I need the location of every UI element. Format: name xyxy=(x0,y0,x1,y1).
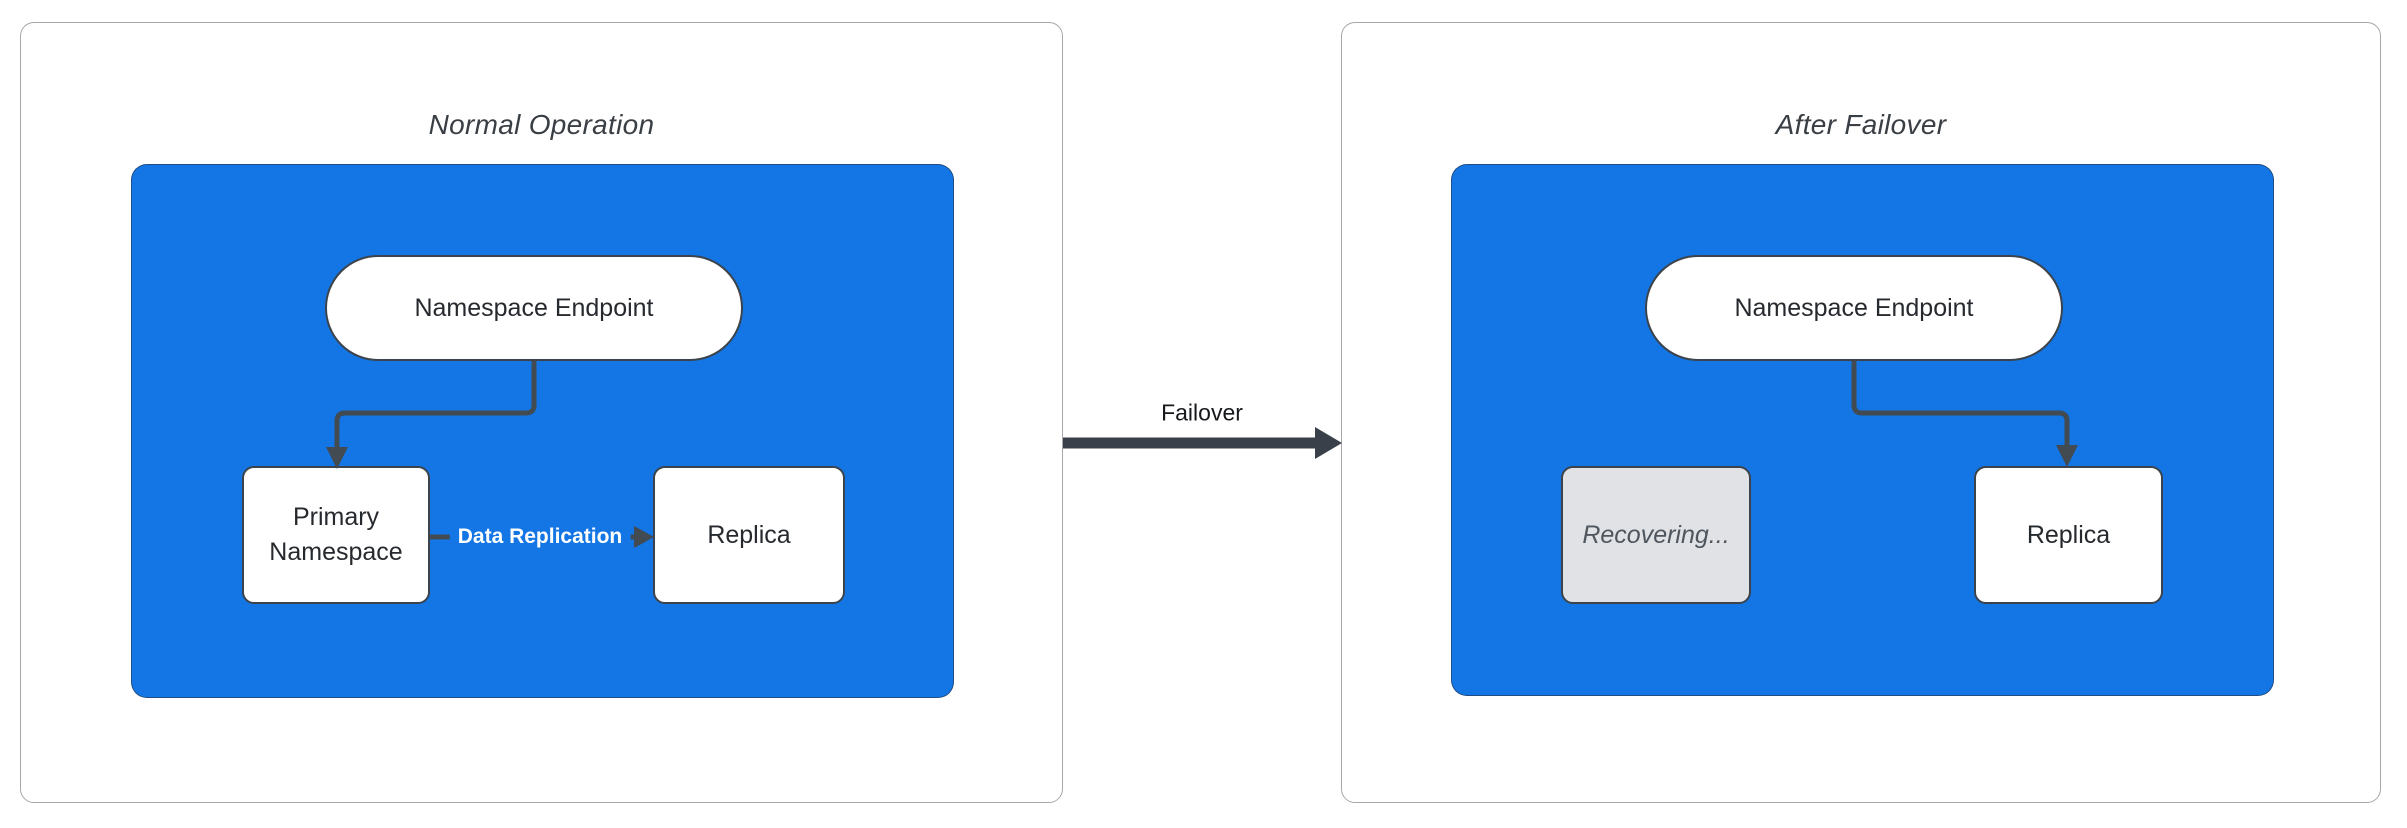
node-label: Namespace Endpoint xyxy=(414,293,654,322)
node-label: Recovering... xyxy=(1582,520,1730,549)
edge-label-data-replication: Data Replication xyxy=(449,523,631,551)
node-recovering: Recovering... xyxy=(1561,466,1751,604)
cluster-after-failover xyxy=(1451,164,2274,696)
panel-title-after-failover: After Failover xyxy=(1775,109,1947,140)
panel-normal-operation: Normal Operation xyxy=(20,22,1063,803)
cluster-normal-operation xyxy=(131,164,954,698)
arrow-failover-transition xyxy=(1063,427,1342,459)
panel-title-normal-operation: Normal Operation xyxy=(428,109,655,140)
panel-after-failover: After Failover xyxy=(1341,22,2381,803)
node-replica-failover: Replica xyxy=(1974,466,2163,604)
node-namespace-endpoint-failover: Namespace Endpoint xyxy=(1645,255,2063,361)
node-namespace-endpoint-normal: Namespace Endpoint xyxy=(325,255,743,361)
node-primary-namespace: Primary Namespace xyxy=(242,466,430,604)
node-replica-normal: Replica xyxy=(653,466,845,604)
node-label: Replica xyxy=(707,520,791,549)
node-label: Primary Namespace xyxy=(269,503,403,566)
node-label: Replica xyxy=(2026,520,2111,549)
transition-label-failover: Failover xyxy=(1155,399,1249,427)
node-label: Namespace Endpoint xyxy=(1734,293,1974,322)
